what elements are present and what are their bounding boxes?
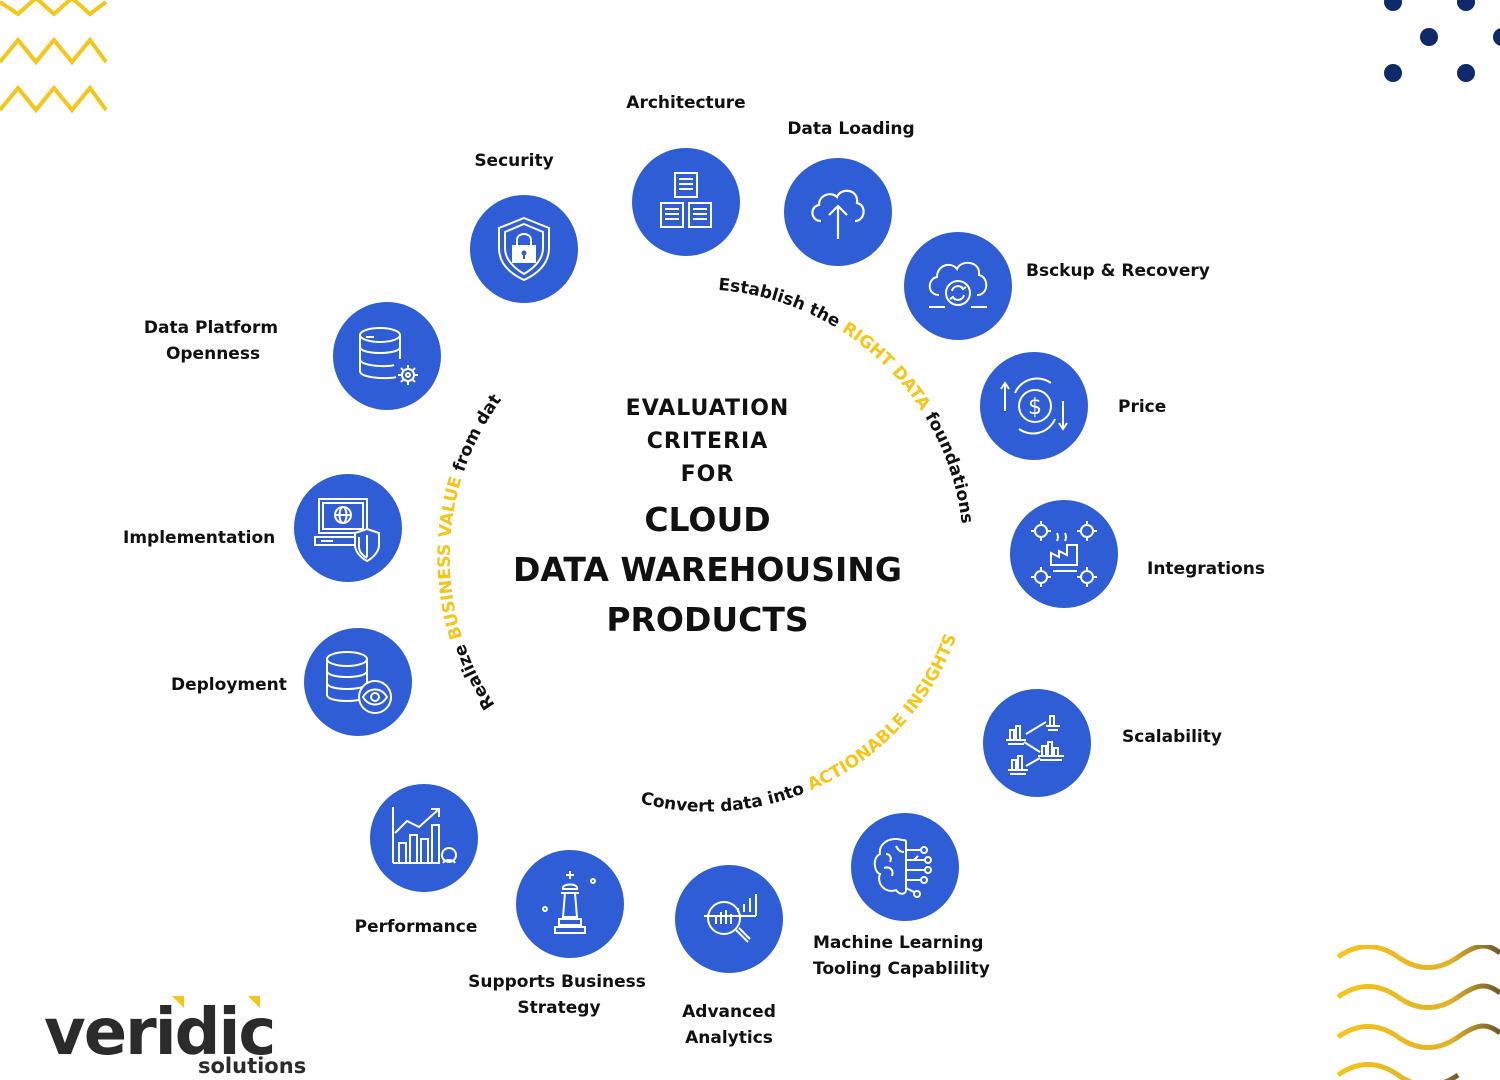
node-ml <box>851 813 959 921</box>
logo-wordmark: veridic <box>44 996 276 1070</box>
label-analytics-line1: Advanced <box>682 1002 776 1022</box>
label-strategy-line2: Strategy <box>517 998 601 1018</box>
svg-text:$: $ <box>1028 395 1042 420</box>
database-gear-icon <box>359 327 418 385</box>
label-implementation: Implementation <box>123 528 276 548</box>
zigzag-decoration <box>0 0 108 114</box>
node-data-loading <box>784 158 892 266</box>
node-strategy <box>516 850 624 958</box>
label-security: Security <box>474 151 554 171</box>
label-scalability: Scalability <box>1122 727 1222 747</box>
label-openness-line2: Openness <box>165 344 261 364</box>
node-openness <box>333 302 441 410</box>
title-line-5: DATA WAREHOUSING <box>513 550 902 589</box>
node-implementation <box>294 474 402 582</box>
title-line-4: CLOUD <box>644 500 771 539</box>
logo-subtitle: solutions <box>198 1054 307 1078</box>
label-ml-line2: Tooling Capablility <box>813 959 990 979</box>
label-openness-line1: Data Platform <box>143 318 279 338</box>
database-eye-icon <box>326 651 392 714</box>
label-data-loading: Data Loading <box>787 119 915 139</box>
title-line-1: EVALUATION <box>625 396 790 421</box>
shield-lock-icon <box>498 216 550 282</box>
label-deployment: Deployment <box>171 675 287 695</box>
veridic-logo: veridic solutions <box>44 996 324 1080</box>
server-stack-icon <box>660 172 712 228</box>
brain-circuit-icon <box>873 838 932 898</box>
node-analytics <box>675 865 783 973</box>
title-line-2: CRITERIA <box>646 429 769 454</box>
label-strategy-line1: Supports Business <box>468 972 646 992</box>
label-backup-recovery: Bsckup & Recovery <box>1026 261 1210 281</box>
label-analytics-line2: Analytics <box>685 1028 773 1048</box>
label-integrations: Integrations <box>1147 559 1265 579</box>
wave-decoration <box>1336 945 1500 1080</box>
dollar-cycle-icon: $ <box>1000 377 1068 435</box>
node-integrations <box>1010 500 1118 608</box>
gears-factory-icon <box>1031 521 1097 587</box>
label-ml-line1: Machine Learning <box>813 933 984 953</box>
cloud-upload-icon <box>811 189 865 239</box>
center-title: EVALUATION CRITERIA FOR CLOUD DATA WAREH… <box>460 392 955 645</box>
node-performance <box>370 784 478 892</box>
label-price: Price <box>1118 397 1167 417</box>
node-price: $ <box>980 352 1088 460</box>
title-line-6: PRODUCTS <box>606 600 809 639</box>
node-architecture <box>632 148 740 256</box>
title-line-3: FOR <box>680 462 735 487</box>
label-performance: Performance <box>354 917 478 937</box>
connected-charts-icon <box>1006 715 1064 775</box>
growth-chart-icon <box>392 807 457 864</box>
node-security <box>470 195 578 303</box>
node-deployment <box>304 628 412 736</box>
logo-accent-marks <box>172 996 260 1008</box>
arc-text-insights: Convert data into ACTIONABLE INSIGHTS <box>639 631 961 817</box>
laptop-shield-icon <box>314 498 380 563</box>
node-backup-recovery <box>904 232 1012 340</box>
cloud-sync-icon <box>928 261 988 308</box>
node-scalability <box>983 689 1091 797</box>
dots-decoration <box>1384 0 1500 82</box>
label-architecture: Architecture <box>626 93 746 113</box>
chess-king-icon <box>542 871 596 934</box>
magnify-chart-icon <box>704 894 757 943</box>
